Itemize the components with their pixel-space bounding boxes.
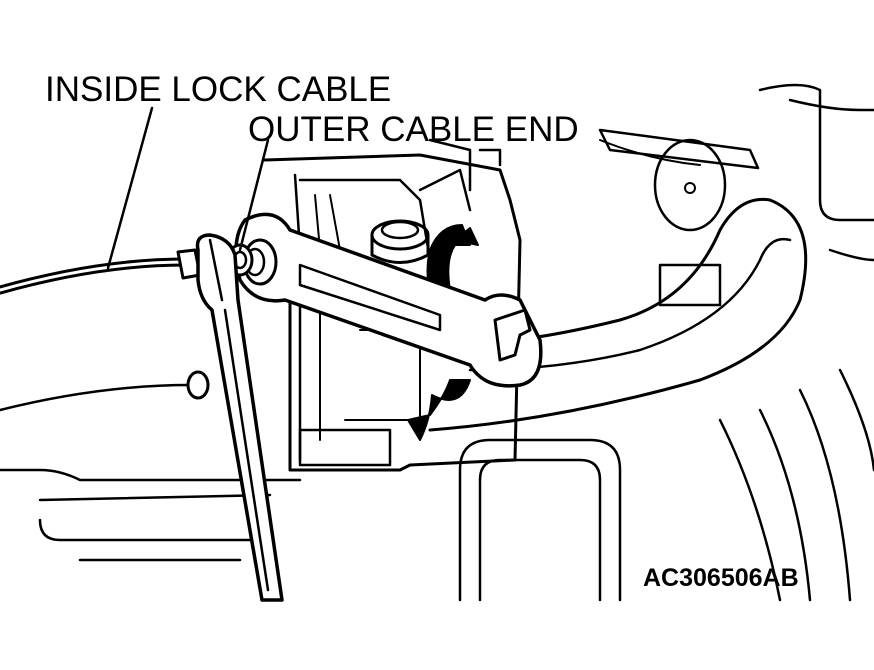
inside-handle (428, 128, 808, 432)
leader-lines (106, 106, 270, 270)
wrench (234, 212, 543, 388)
holding-wrench (195, 233, 284, 602)
panel-cutout (458, 438, 622, 602)
rod-nut (370, 219, 430, 264)
figure-code-label: AC306506AB (643, 564, 799, 592)
rotation-arrows (407, 224, 479, 441)
outer-cable-end-label: OUTER CABLE END (248, 110, 579, 149)
door-panel (0, 83, 874, 602)
inside-lock-cable-label: INSIDE LOCK CABLE (45, 70, 392, 109)
inside-lock-cable (0, 243, 254, 412)
